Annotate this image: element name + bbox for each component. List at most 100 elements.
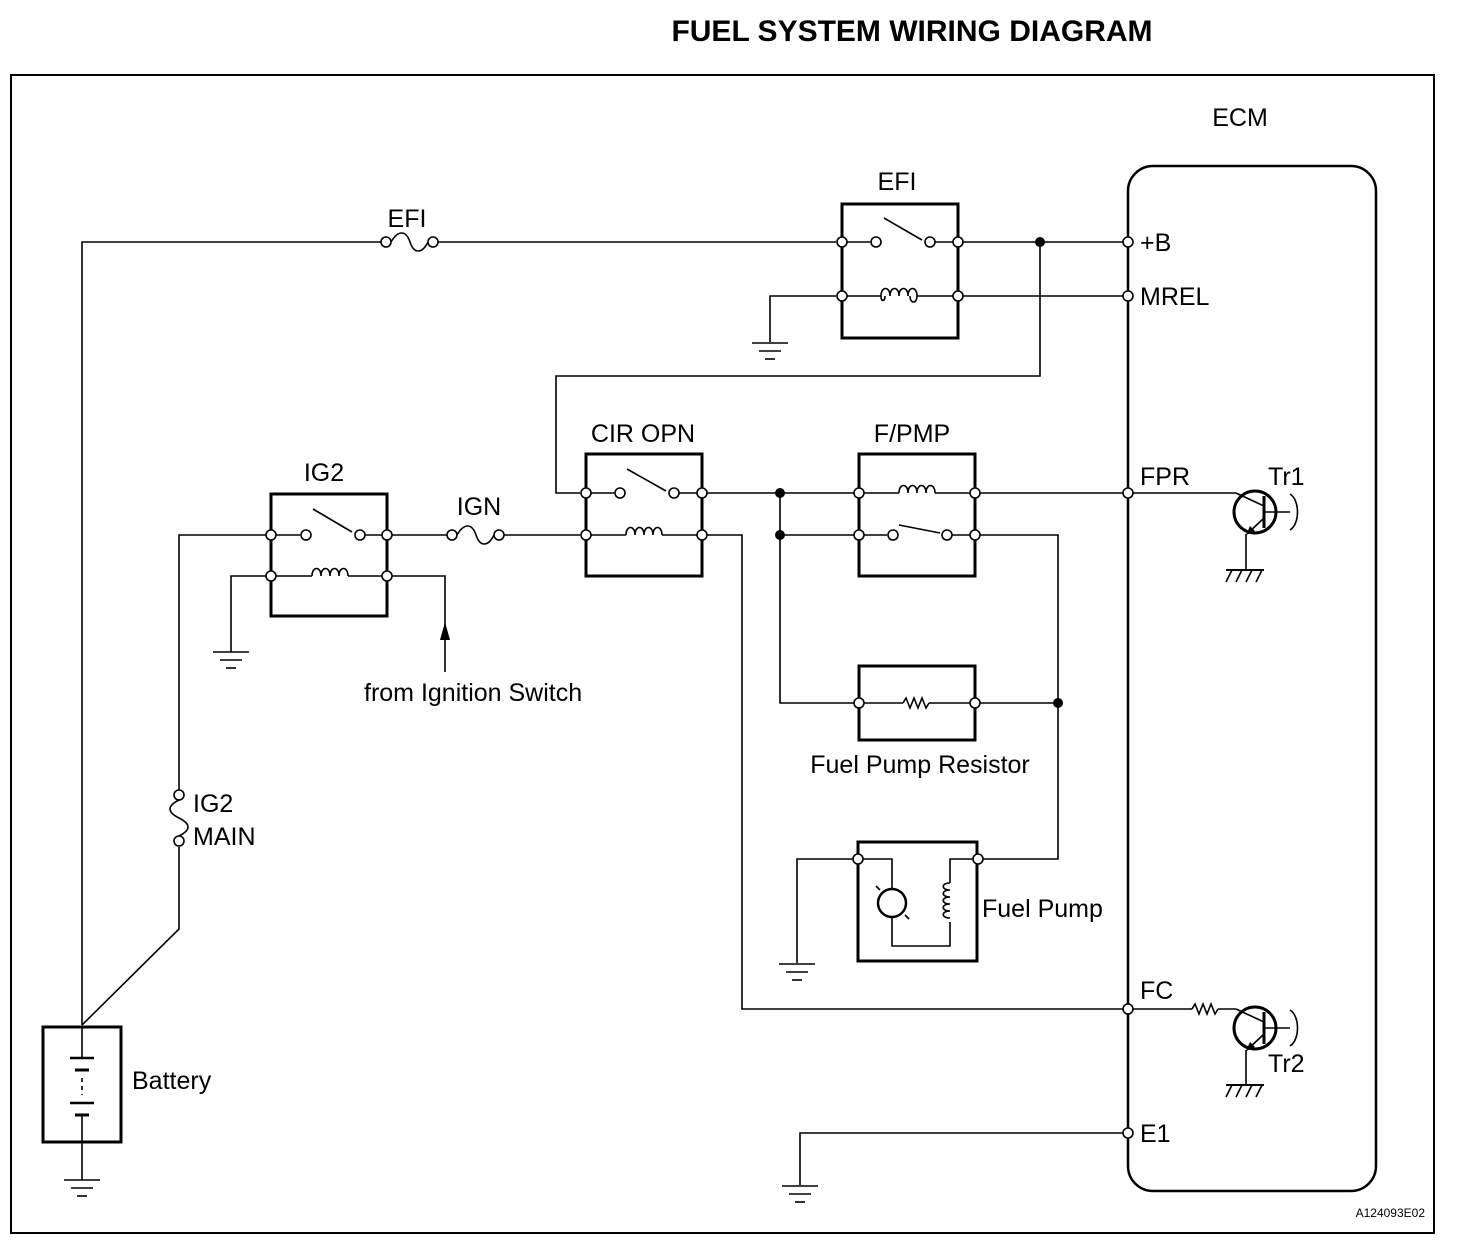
ecm-block: ECM +B MREL FPR FC E1 bbox=[1126, 104, 1378, 1193]
ground-icon bbox=[64, 1179, 100, 1197]
ig2-main-label-line1: IG2 bbox=[193, 790, 233, 818]
junction-dot bbox=[1035, 237, 1045, 247]
fuse-terminal bbox=[173, 789, 185, 801]
ign-fuse: IGN bbox=[446, 493, 505, 545]
pin-fc-terminal bbox=[1122, 1003, 1134, 1015]
arrow-up-icon bbox=[440, 622, 450, 640]
ground-icon bbox=[213, 651, 249, 669]
f-pmp-relay-box bbox=[857, 452, 977, 578]
battery-label: Battery bbox=[132, 1067, 212, 1095]
switch-contact bbox=[870, 236, 882, 248]
efi-relay-label: EFI bbox=[878, 168, 917, 196]
ground-icon bbox=[779, 963, 815, 981]
transistor-tr2: Tr2 bbox=[1133, 1001, 1305, 1098]
ig2-relay: IG2 bbox=[265, 459, 393, 618]
switch-contact bbox=[300, 529, 312, 541]
wire-efi-coil-ground bbox=[769, 295, 836, 342]
wire-to-resistor bbox=[779, 493, 854, 704]
ig2-main-fuse: IG2 MAIN bbox=[169, 789, 256, 851]
relay-coil-icon bbox=[311, 567, 349, 577]
wire-b-branch-to-cir-opn bbox=[555, 242, 1041, 494]
ecm-outline bbox=[1126, 164, 1378, 1193]
wire-e1-ground bbox=[799, 1132, 1123, 1185]
cir-opn-relay-label: CIR OPN bbox=[591, 420, 695, 448]
cir-opn-relay-box bbox=[584, 452, 704, 578]
ecm-pin-terminals bbox=[1122, 236, 1134, 1139]
pump-coil-icon bbox=[942, 882, 951, 919]
efi-relay: EFI bbox=[836, 168, 964, 340]
relay-coil-icon bbox=[898, 484, 936, 494]
battery: Battery bbox=[41, 1025, 212, 1144]
fuse-terminal bbox=[427, 236, 439, 248]
wires bbox=[81, 241, 1123, 1185]
pin-fpr-label: FPR bbox=[1140, 463, 1190, 491]
ig2-relay-box bbox=[269, 492, 389, 618]
f-pmp-relay-label: F/PMP bbox=[874, 420, 950, 448]
switch-contact bbox=[614, 487, 626, 499]
ground-icon bbox=[782, 1185, 818, 1203]
fuel-pump-resistor: Fuel Pump Resistor bbox=[810, 664, 1030, 779]
fuse-element-icon bbox=[390, 232, 429, 252]
wire-pump-ground bbox=[796, 858, 853, 963]
wire-ig2-coil-ground bbox=[230, 575, 266, 652]
diagram-title: FUEL SYSTEM WIRING DIAGRAM bbox=[671, 15, 1152, 48]
relay-switch-icon bbox=[898, 524, 941, 534]
efi-relay-box bbox=[840, 202, 960, 340]
transistor-tr1: Tr1 bbox=[1133, 463, 1305, 583]
pin-fc-label: FC bbox=[1140, 977, 1173, 1005]
motor-icon bbox=[876, 887, 908, 919]
wire-battery-to-ig2-main bbox=[81, 847, 180, 1026]
fuse-element-icon bbox=[456, 525, 495, 545]
ig2-main-label-line2: MAIN bbox=[193, 823, 256, 851]
pin-b-label: +B bbox=[1140, 229, 1171, 257]
junctions bbox=[775, 237, 1063, 708]
ground-icon bbox=[752, 342, 788, 360]
fuel-pump-label: Fuel Pump bbox=[982, 895, 1103, 923]
ignition-switch-note: from Ignition Switch bbox=[364, 679, 582, 707]
tr2-label: Tr2 bbox=[1268, 1050, 1305, 1078]
switch-contact bbox=[354, 529, 366, 541]
relay-coil-icon bbox=[625, 526, 663, 536]
pin-fpr-terminal bbox=[1122, 487, 1134, 499]
fuel-pump-box bbox=[856, 840, 979, 963]
fuse-element-icon bbox=[169, 799, 189, 837]
relay-coil-icon bbox=[880, 287, 918, 303]
fuse-terminal bbox=[446, 529, 458, 541]
fuse-terminal bbox=[493, 529, 505, 541]
efi-fuse: EFI bbox=[380, 205, 439, 252]
switch-contact bbox=[668, 487, 680, 499]
fuse-terminal bbox=[380, 236, 392, 248]
outer-frame bbox=[10, 74, 1435, 1234]
wire-fpmp-to-pump bbox=[979, 534, 1059, 860]
efi-fuse-label: EFI bbox=[388, 205, 427, 233]
pin-e1-terminal bbox=[1122, 1127, 1134, 1139]
relay-switch-icon bbox=[883, 217, 923, 241]
cir-opn-relay: CIR OPN bbox=[580, 420, 708, 578]
switch-contact bbox=[887, 529, 899, 541]
junction-dot bbox=[1053, 698, 1063, 708]
wire-cir-opn-to-fc bbox=[707, 534, 1123, 1010]
fuel-pump: Fuel Pump bbox=[852, 840, 1103, 963]
ground-symbols bbox=[64, 342, 818, 1203]
ecm-label: ECM bbox=[1212, 104, 1268, 132]
ignition-switch-arrow: from Ignition Switch bbox=[364, 622, 582, 707]
resistor-icon bbox=[1191, 1001, 1219, 1017]
switch-contact bbox=[924, 236, 936, 248]
switch-contact bbox=[941, 529, 953, 541]
f-pmp-relay: F/PMP bbox=[853, 420, 981, 578]
pin-mrel-terminal bbox=[1122, 290, 1134, 302]
fuel-pump-resistor-label: Fuel Pump Resistor bbox=[810, 751, 1030, 779]
wire-to-ig2-relay bbox=[178, 534, 266, 658]
figure-code: A124093E02 bbox=[1356, 1206, 1426, 1220]
junction-dot bbox=[775, 530, 785, 540]
pin-b-terminal bbox=[1122, 236, 1134, 248]
resistor-icon bbox=[902, 695, 930, 711]
pin-e1-label: E1 bbox=[1140, 1120, 1171, 1148]
wire-ig2-coil-ignition bbox=[392, 575, 446, 630]
fuse-terminal bbox=[173, 835, 185, 847]
relay-switch-icon bbox=[626, 468, 667, 492]
junction-dot bbox=[775, 488, 785, 498]
pin-mrel-label: MREL bbox=[1140, 283, 1210, 311]
ign-fuse-label: IGN bbox=[457, 493, 501, 521]
